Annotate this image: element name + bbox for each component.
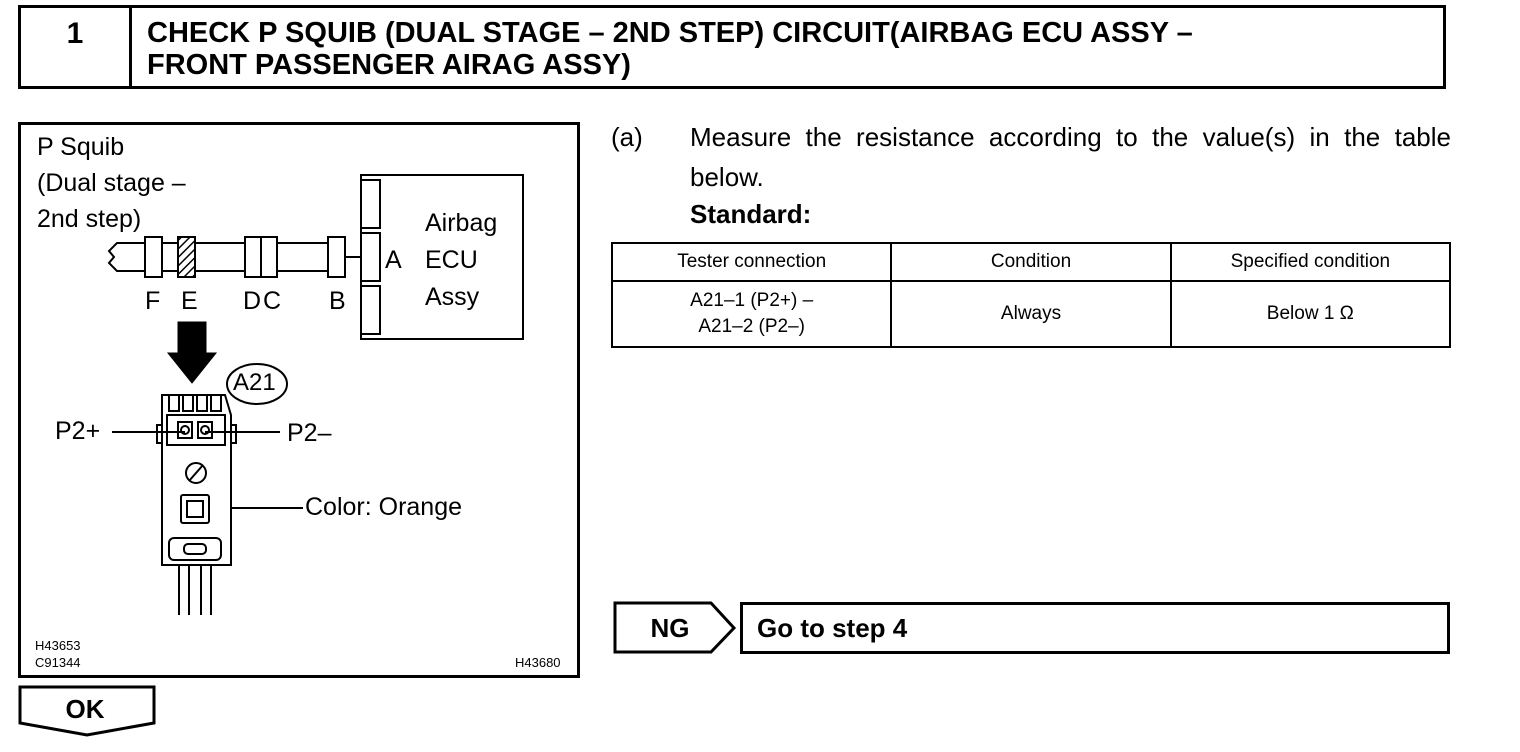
step-title: CHECK P SQUIB (DUAL STAGE – 2ND STEP) CI… <box>147 17 1437 81</box>
figure-title-line3: 2nd step) <box>37 205 142 233</box>
table-header-row: Tester connection Condition Specified co… <box>610 242 1452 282</box>
color-label: Color: Orange <box>305 493 463 521</box>
table-row: A21–1 (P2+) – A21–2 (P2–) Always Below 1… <box>610 280 1452 348</box>
figure-id-top: H43653 <box>35 638 81 653</box>
ng-action-box: Go to step 4 <box>740 602 1450 654</box>
connector-e <box>177 236 196 278</box>
wire-harness <box>107 236 361 278</box>
connection-line2: A21–2 (P2–) <box>698 316 806 337</box>
step-title-line2: FRONT PASSENGER AIRAG ASSY) <box>147 49 631 81</box>
ecu-label-line2: ECU <box>425 246 478 274</box>
connector-diagram <box>107 174 524 615</box>
connector-label-d: D <box>243 287 262 315</box>
connector-a21-body <box>156 394 237 615</box>
figure-id-mid: C91344 <box>35 655 81 670</box>
figure-title-line2: (Dual stage – <box>37 169 186 197</box>
connector-c <box>260 236 278 278</box>
instruction-text: Measure the resistance according to the … <box>690 122 1451 192</box>
connector-figure: P Squib (Dual stage – 2nd step) Airbag E… <box>18 122 580 678</box>
table-header: Tester connection <box>610 242 893 282</box>
step-number: 1 <box>21 8 132 86</box>
table-cell-specified: Below 1 Ω <box>1169 280 1452 348</box>
ecu-label-line3: Assy <box>425 283 480 311</box>
connector-label-f: F <box>145 287 161 315</box>
step-title-line1: CHECK P SQUIB (DUAL STAGE – 2ND STEP) CI… <box>147 17 1193 49</box>
table-header: Specified condition <box>1169 242 1452 282</box>
connection-line1: A21–1 (P2+) – <box>690 290 814 311</box>
ng-pointer-box <box>613 601 737 654</box>
connector-id-ellipse <box>226 363 288 405</box>
connector-b <box>327 236 346 278</box>
standard-label: Standard: <box>690 199 812 229</box>
connector-id-label: A21 <box>233 369 276 396</box>
connector-label-e: E <box>181 287 198 315</box>
spec-table: Tester connection Condition Specified co… <box>610 242 1452 348</box>
connector-a-label: A <box>385 246 402 274</box>
figure-id-right: H43680 <box>515 655 561 670</box>
connector-label-b: B <box>329 287 346 315</box>
pin-label-right: P2– <box>287 419 332 447</box>
arrow-down-icon <box>166 321 218 384</box>
ecu-label-line1: Airbag <box>425 209 498 237</box>
connector-f <box>144 236 163 278</box>
pin-label-left: P2+ <box>55 417 101 445</box>
table-header: Condition <box>890 242 1172 282</box>
ok-pointer-box <box>18 685 156 737</box>
instruction-marker: (a) <box>611 122 643 152</box>
connector-d <box>244 236 262 278</box>
leader-lines <box>112 431 303 509</box>
step-header: 1 CHECK P SQUIB (DUAL STAGE – 2ND STEP) … <box>18 5 1446 89</box>
figure-title-line1: P Squib <box>37 133 125 161</box>
ng-label: NG <box>650 613 690 643</box>
ok-label: OK <box>65 694 105 724</box>
table-cell-condition: Always <box>890 280 1172 348</box>
connector-label-c: C <box>263 287 282 315</box>
table-cell-connection: A21–1 (P2+) – A21–2 (P2–) <box>610 280 893 348</box>
airbag-ecu-box <box>360 174 524 340</box>
ng-action-text: Go to step 4 <box>757 613 908 643</box>
